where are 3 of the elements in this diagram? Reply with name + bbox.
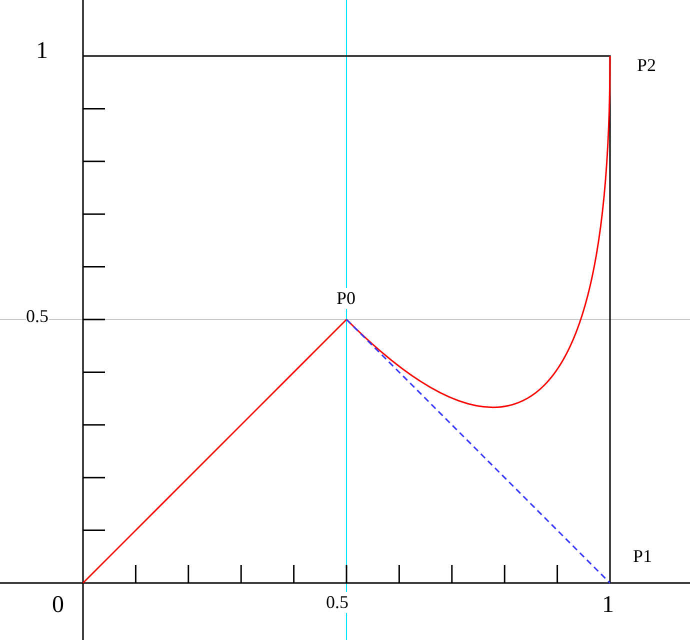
dashed-line [346,318,611,584]
axis-tick-label: 0.5 [326,592,348,613]
point-label: P0 [336,288,356,309]
